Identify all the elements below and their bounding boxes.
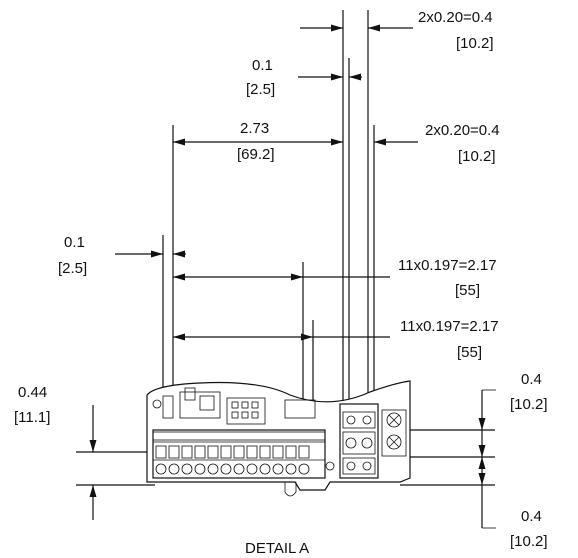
detail-caption: DETAIL A <box>245 540 309 557</box>
right-upper-value: 0.4 <box>521 371 542 388</box>
top-pitch-metric: [10.2] <box>456 35 494 52</box>
terminal-screws <box>155 445 310 475</box>
span-lower-value: 11x0.197=2.17 <box>400 318 499 335</box>
right-pitch-value: 2x0.20=0.4 <box>425 122 500 139</box>
span-upper-metric: [55] <box>455 282 480 299</box>
top-pitch-value: 2x0.20=0.4 <box>418 9 493 26</box>
span-upper-value: 11x0.197=2.17 <box>398 257 497 274</box>
span-lower-metric: [55] <box>457 344 482 361</box>
right-upper-metric: [10.2] <box>510 396 548 413</box>
dimension-arrows <box>89 24 496 529</box>
left-height-metric: [11.1] <box>14 409 50 426</box>
total-width-metric: [69.2] <box>237 146 275 163</box>
right-lower-metric: [10.2] <box>510 533 548 550</box>
offset-right-metric: [2.5] <box>246 81 275 98</box>
terminal-block-device <box>146 380 411 497</box>
connector-header <box>226 397 266 425</box>
ground-terminal <box>381 409 407 457</box>
right-lower-value: 0.4 <box>521 508 542 525</box>
offset-left-value: 0.1 <box>64 234 85 251</box>
offset-left-metric: [2.5] <box>58 260 87 277</box>
offset-right-value: 0.1 <box>252 57 273 74</box>
extension-lines <box>76 10 495 486</box>
left-height-value: 0.44 <box>18 384 47 401</box>
right-pitch-metric: [10.2] <box>458 148 496 165</box>
total-width-value: 2.73 <box>240 120 269 137</box>
dimension-labels: 2x0.20=0.4 [10.2] 0.1 [2.5] 2.73 [69.2] … <box>14 9 548 557</box>
power-terminal <box>339 403 379 479</box>
pcb-component <box>179 391 221 419</box>
